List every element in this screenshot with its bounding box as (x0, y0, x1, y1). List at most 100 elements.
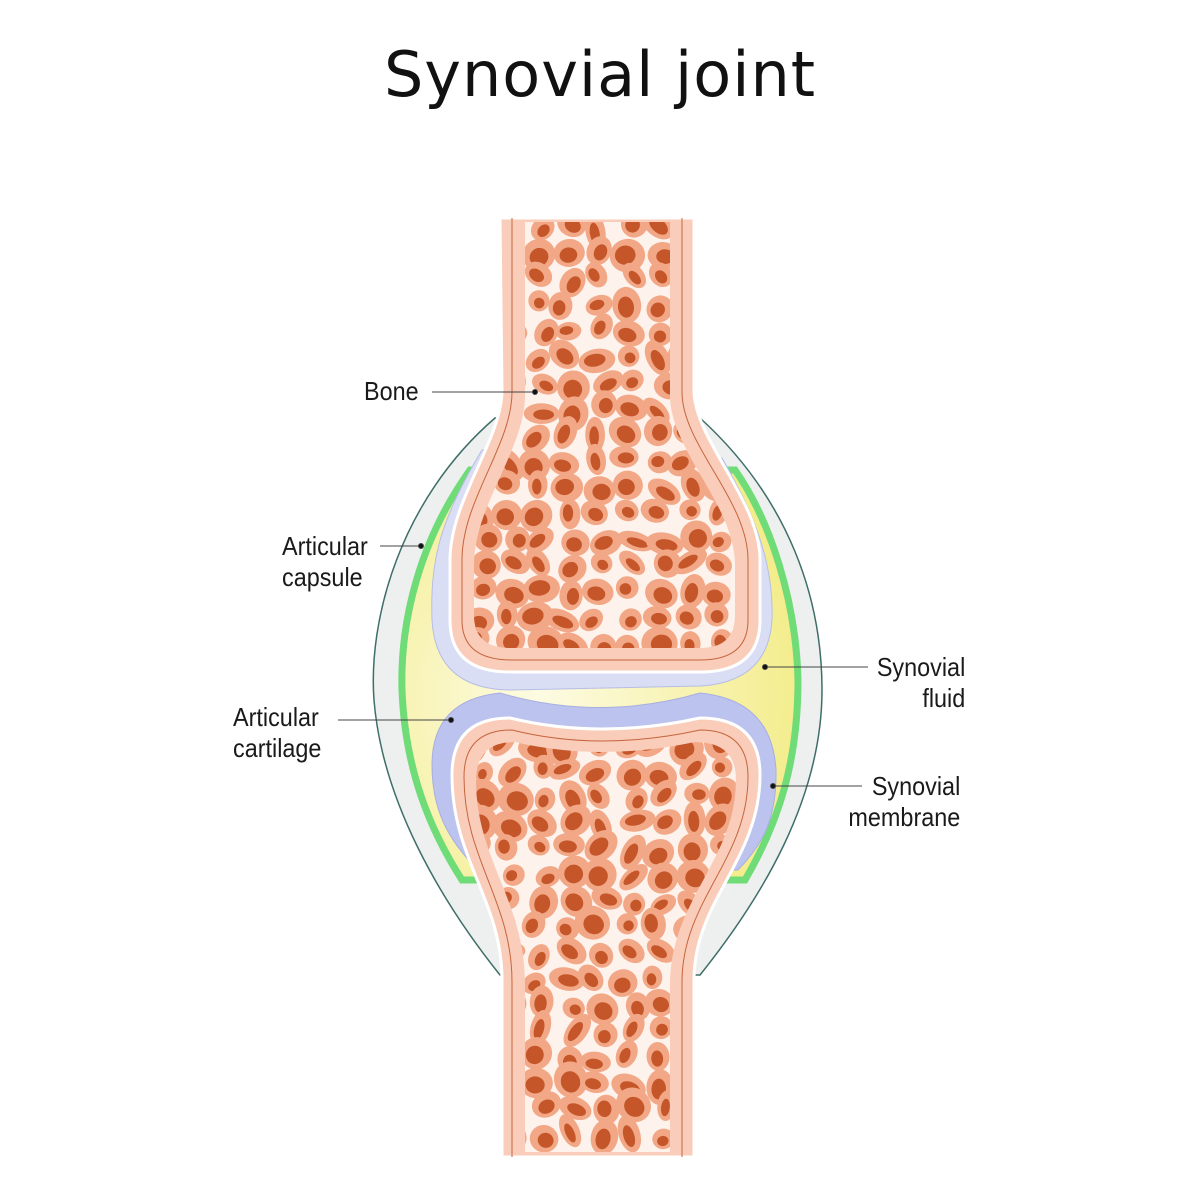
bone-pore (594, 535, 613, 550)
bone-pore (478, 1002, 494, 1013)
bone-pore (623, 920, 634, 931)
bone-pore (622, 1125, 636, 1147)
bone-pore (565, 812, 583, 831)
bone-pore (657, 1135, 669, 1147)
bone-pore (565, 893, 584, 912)
bone-pore (711, 1057, 722, 1068)
bone-pore (712, 1001, 728, 1023)
bone-pore (529, 268, 544, 283)
bone-pore (704, 318, 734, 342)
bone-pore (588, 268, 600, 282)
bone-pore (476, 997, 502, 1019)
bone-pore (476, 1026, 486, 1043)
bone-pore (632, 795, 644, 809)
bone-pore (476, 788, 495, 808)
diagram-title: Synovial joint (383, 38, 817, 111)
bone-pore (589, 426, 599, 447)
bone-pore (599, 893, 618, 906)
bone-pore (631, 1000, 644, 1017)
bone-pore (686, 506, 697, 517)
bone-pore (558, 974, 579, 987)
bone-pore (715, 242, 729, 263)
bone-pore (534, 951, 546, 966)
bone-pore (476, 1017, 491, 1047)
bone-pore (474, 348, 489, 368)
bone-pore (598, 397, 613, 414)
bone-pore (649, 847, 668, 865)
bone-pore (655, 270, 668, 284)
bone-pore (562, 504, 574, 522)
bone-pore (657, 787, 672, 803)
bone-pore (541, 326, 555, 342)
bone-pore (583, 353, 606, 367)
bone-pore (597, 642, 612, 648)
bone-pore (630, 899, 642, 912)
label-line: Synovial (876, 652, 965, 682)
bone-pore (655, 539, 678, 552)
label-line: cartilage (233, 733, 322, 763)
bone-pore (650, 302, 665, 318)
bone-pore (683, 842, 701, 861)
bone-pore (503, 633, 520, 648)
bone-pore (654, 871, 673, 889)
bone-pore (529, 247, 549, 267)
bone-pore (474, 615, 488, 631)
bone-pore (711, 1021, 729, 1037)
label-line: Articular (282, 531, 368, 561)
bone-pore (531, 816, 549, 832)
bone-pore (709, 348, 723, 364)
bone-pore (597, 559, 609, 570)
bone-pore (704, 972, 718, 988)
bone-pore (651, 945, 667, 959)
bone-pore (585, 616, 598, 628)
bone-pore (594, 1002, 613, 1020)
bone-pore (474, 297, 485, 311)
bone-pore (622, 642, 635, 648)
bone-pore (626, 537, 648, 548)
bone-pore (622, 945, 637, 959)
bone-pore (474, 222, 494, 236)
bone-pore (474, 292, 495, 317)
bone-pore (588, 866, 608, 886)
bone-pore (559, 247, 578, 263)
bone-pore (533, 409, 555, 420)
bone-pore (707, 300, 727, 312)
bone-pore (564, 222, 581, 233)
bone-pore (481, 532, 498, 548)
bone-pore (625, 616, 637, 628)
bone-pore (671, 456, 689, 471)
bone-pore (628, 270, 641, 285)
label-line: membrane (848, 802, 960, 832)
bone-pore (525, 1045, 544, 1065)
bone-pore (701, 293, 735, 316)
bone-pore (476, 1127, 484, 1141)
bone-pore (534, 994, 547, 1013)
bone-pore (590, 452, 601, 471)
bone-pore (623, 768, 642, 786)
bone-pore (619, 1047, 631, 1064)
bone-pore (566, 276, 581, 293)
bone-pore (595, 950, 608, 965)
label-articular-capsule: Articular capsule (282, 531, 368, 593)
bone-pore (713, 1123, 736, 1151)
bone-pore (712, 325, 730, 338)
bone-pore (702, 1013, 734, 1042)
bone-pore (624, 814, 646, 826)
bone-pore (554, 459, 572, 472)
bone-pore (534, 841, 546, 853)
bone-pore (648, 506, 665, 519)
bone-pore (678, 554, 698, 569)
bone-pore (537, 1132, 554, 1148)
bone-pore (504, 586, 524, 604)
bone-pore (476, 1045, 488, 1063)
bone-pore (709, 811, 727, 830)
bone-pore (505, 766, 521, 783)
bone-pore (474, 391, 491, 417)
bone-pore (561, 944, 578, 960)
bone-pore (584, 972, 599, 988)
bone-pore (476, 1103, 494, 1122)
bone-pore (656, 249, 675, 264)
bone-pore (593, 244, 608, 261)
bone-pore (506, 791, 528, 811)
bone-pore (644, 913, 658, 933)
